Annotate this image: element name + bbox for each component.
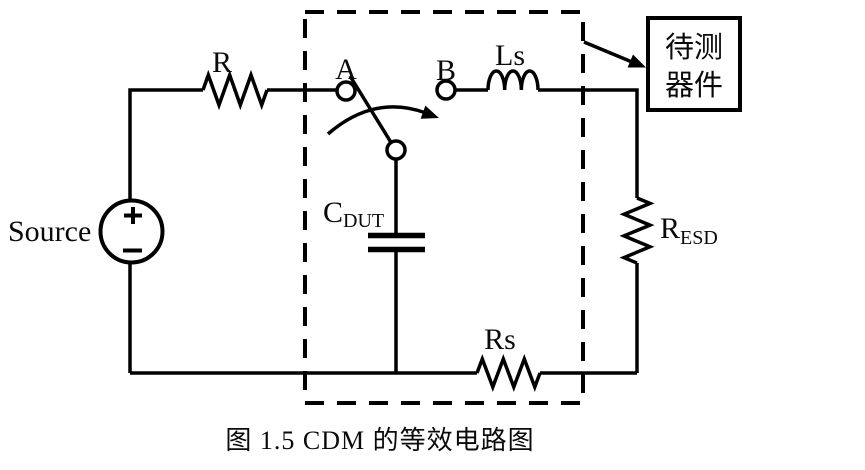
figure-caption: 图 1.5 CDM 的等效电路图 [225, 426, 535, 455]
inductor-ls-label: Ls [495, 39, 525, 72]
resistor-rs-label: Rs [484, 323, 516, 356]
dut-box-label-line1: 待测 [665, 31, 723, 64]
terminal-a-label: A [335, 53, 357, 86]
resistor-resd-label-base: R [660, 212, 680, 245]
switch-terminal-a-circle [335, 80, 357, 102]
source-label: Source [8, 215, 91, 248]
dut-box-label-line2: 器件 [665, 69, 723, 102]
resistor-resd-label: RESD [660, 212, 718, 249]
dut-pointer-arrowhead-icon [627, 54, 646, 68]
switch-swing-arrowhead-icon [420, 105, 439, 119]
switch-pole-circle [385, 139, 407, 161]
resistor-resd-label-sub: ESD [680, 227, 718, 249]
switch-swing-arc [326, 105, 427, 136]
capacitor-cdut-label-sub: DUT [343, 210, 384, 232]
resistor-resd-zigzag [619, 196, 655, 265]
inductor-ls-coil [486, 69, 540, 91]
terminal-b-label: B [436, 54, 456, 87]
dut-pointer-line [583, 40, 633, 64]
wire-ls-to-resd [538, 88, 639, 198]
resistor-r-zigzag [201, 69, 269, 111]
resistor-rs-zigzag [475, 354, 542, 393]
resistor-r-label: R [212, 46, 232, 79]
wire-top-left [128, 88, 203, 200]
voltage-source-circle [98, 198, 165, 265]
capacitor-cdut-label-base: C [323, 196, 343, 229]
dut-callout-box [646, 16, 742, 112]
dashed-boundary-box [303, 10, 585, 405]
capacitor-cdut-label: CDUT [323, 196, 384, 232]
